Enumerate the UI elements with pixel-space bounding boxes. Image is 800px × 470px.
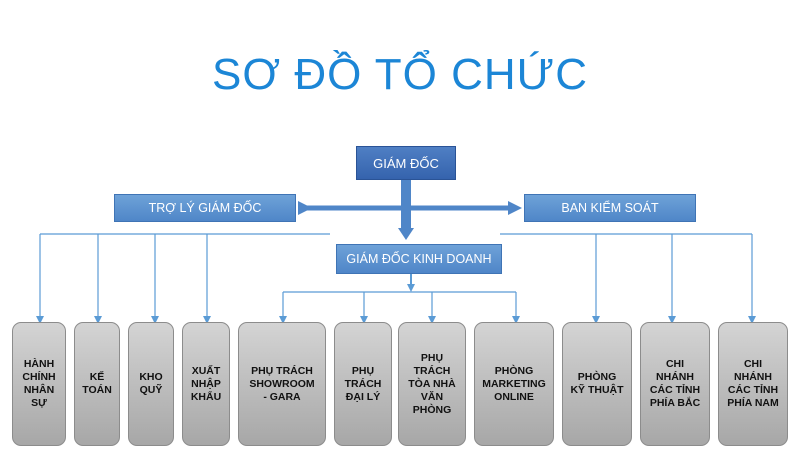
node-supervisory-board: BAN KIỂM SOÁT bbox=[524, 194, 696, 222]
dept-label-line: PHÍA NAM bbox=[727, 397, 779, 409]
dept-label-line: PHỤ bbox=[351, 364, 375, 377]
dept-label-line: CHI bbox=[665, 358, 685, 370]
dept-label-line: NHÁNH bbox=[656, 371, 694, 383]
dept-label-line: PHỤ bbox=[420, 351, 444, 364]
dept-label-line: TÒA NHÀ bbox=[408, 377, 456, 390]
node-sales-director: GIÁM ĐỐC KINH DOANH bbox=[336, 244, 502, 274]
trunk-arrow-head bbox=[398, 228, 414, 240]
dept-label-line: ONLINE bbox=[494, 390, 534, 403]
dept-label-line: CHÍNH bbox=[22, 371, 56, 383]
dept-label-line: QUỸ bbox=[139, 384, 163, 396]
dept-label-line: KHẨU bbox=[190, 390, 222, 403]
dept-label-line: VĂN PHÒNG bbox=[412, 390, 452, 416]
dept-label-line: PHÒNG bbox=[494, 364, 534, 377]
dept-label-line: PHÍA BẮC bbox=[649, 397, 701, 409]
dept-label-line: TRÁCH bbox=[413, 364, 451, 377]
dept-label-line: XUẤT bbox=[191, 364, 221, 377]
dept-label-line: NHÁNH bbox=[734, 371, 772, 383]
dept-label-line: SHOWROOM bbox=[249, 377, 315, 390]
dept-label-line: MARKETING bbox=[482, 377, 546, 390]
page-title: SƠ ĐỒ TỔ CHỨC bbox=[212, 50, 588, 99]
dept-label-line: - GARA bbox=[263, 390, 301, 403]
dept-label-line: KẾ bbox=[89, 371, 105, 383]
dept-label-line: ĐẠI LÝ bbox=[345, 390, 381, 403]
dept-label-line: KỸ THUẬT bbox=[570, 384, 624, 396]
dept-label-line: NHẬP bbox=[191, 377, 221, 390]
node-ceo: GIÁM ĐỐC bbox=[356, 146, 456, 180]
dept-label-line: KHO bbox=[139, 371, 163, 383]
dept-label-line: HÀNH bbox=[23, 358, 55, 370]
dept-label-line: CÁC TỈNH bbox=[649, 384, 701, 396]
dept-label-line: CHI bbox=[743, 358, 763, 370]
node-assistant: TRỢ LÝ GIÁM ĐỐC bbox=[114, 194, 296, 222]
dept-label-line: SỰ bbox=[31, 397, 47, 409]
dept-label-line: CÁC TỈNH bbox=[727, 384, 779, 396]
dept-label-line: PHÒNG bbox=[577, 371, 617, 383]
dept-label-line: NHÂN bbox=[23, 384, 55, 396]
dept-label-line: TRÁCH bbox=[344, 377, 382, 390]
dept-label-line: PHỤ TRÁCH bbox=[251, 364, 313, 377]
dept-label-line: TOÁN bbox=[82, 384, 112, 396]
